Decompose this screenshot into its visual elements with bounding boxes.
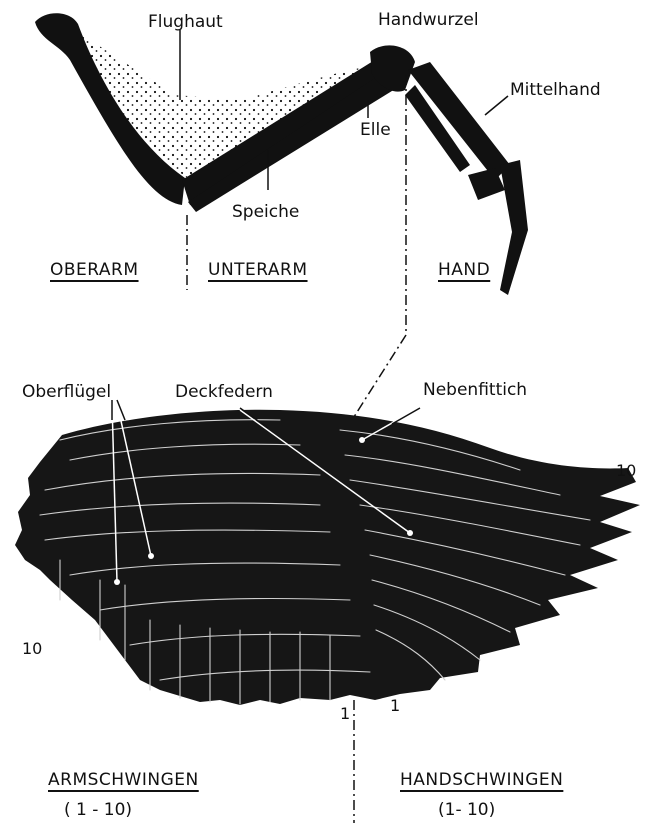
hand-caption: HAND [438, 260, 490, 280]
mittelhand-bone [405, 62, 510, 180]
handschwingen-caption: HANDSCHWINGEN [400, 770, 563, 790]
wing-silhouette [15, 410, 640, 705]
nebenfittich-label: Nebenfittich [423, 380, 527, 400]
speiche-label: Speiche [232, 202, 299, 222]
finger-bone [500, 160, 528, 295]
handschwingen-range: (1- 10) [438, 800, 495, 820]
flughaut-label: Flughaut [148, 12, 223, 32]
nebenfittich-marker [359, 437, 365, 443]
oberarm-caption: OBERARM [50, 260, 139, 280]
mittelhand-label: Mittelhand [510, 80, 601, 100]
armschwingen-range: ( 1 - 10) [64, 800, 132, 820]
mid-number-left: 1 [340, 705, 350, 723]
elle-label: Elle [360, 120, 391, 140]
oberfluegel-marker-2 [148, 553, 154, 559]
oberfluegel-marker-1 [114, 579, 120, 585]
deckfedern-marker [407, 530, 413, 536]
deckfedern-label: Deckfedern [175, 382, 273, 402]
armschwingen-caption: ARMSCHWINGEN [48, 770, 199, 790]
handwurzel-label: Handwurzel [378, 10, 479, 30]
oberfluegel-label: Oberflügel [22, 382, 111, 402]
mid-number-right: 1 [390, 697, 400, 715]
mittelhand-leader [485, 96, 508, 115]
hand-to-wing-link [352, 335, 406, 420]
nebenfittich-leader [392, 408, 420, 424]
left-number: 10 [22, 640, 42, 658]
unterarm-caption: UNTERARM [208, 260, 308, 280]
tip-number: 10 [616, 462, 636, 480]
